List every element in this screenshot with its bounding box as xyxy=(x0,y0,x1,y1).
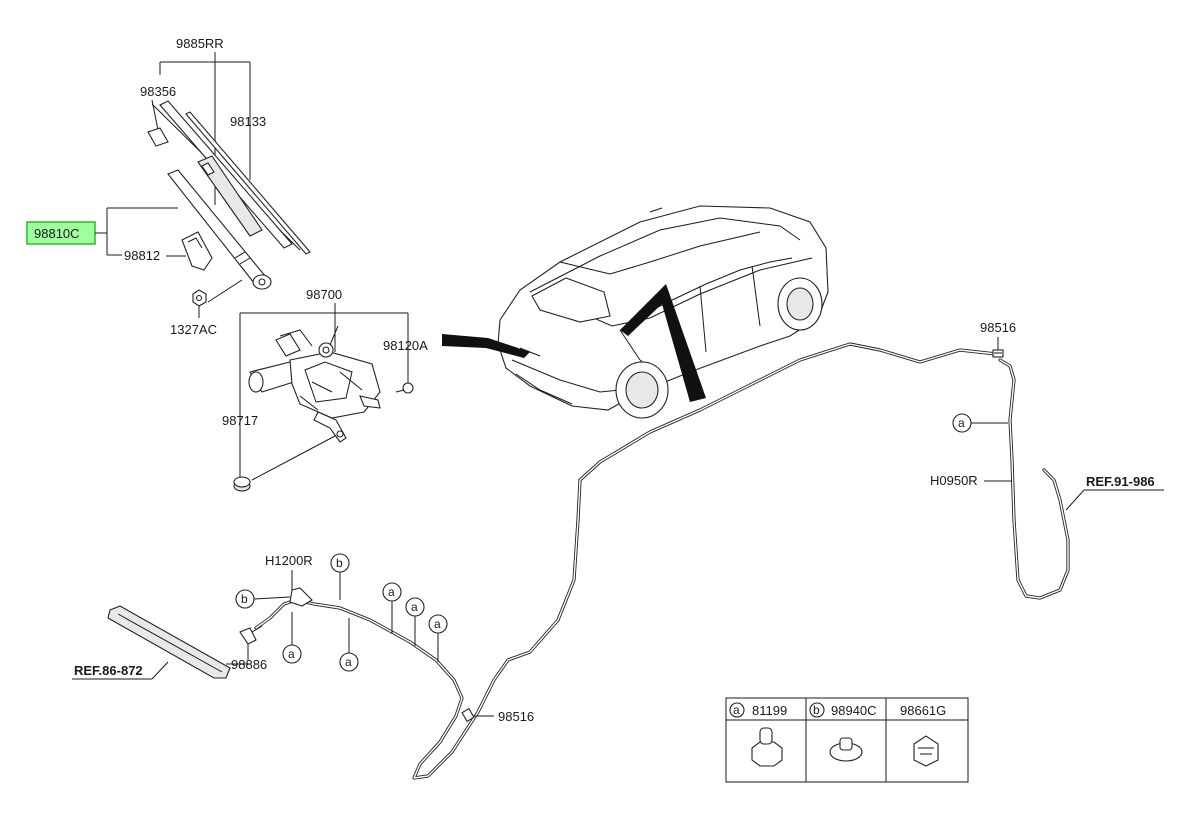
pointer-arrow-right xyxy=(620,284,706,402)
clip-98661G-icon xyxy=(913,735,939,767)
svg-text:b: b xyxy=(336,556,343,570)
nozzle-group: 98886 REF.86-872 xyxy=(72,605,267,680)
hose-left-labels: H1200R b b a a a a a xyxy=(235,553,448,672)
label-98356[interactable]: 98356 xyxy=(140,84,176,99)
pointer-arrow-left xyxy=(442,334,530,358)
motor-bolt-part xyxy=(402,382,414,394)
label-H0950R[interactable]: H0950R xyxy=(930,473,978,488)
clip-81199-icon xyxy=(751,741,783,767)
svg-text:a: a xyxy=(388,585,395,599)
svg-text:a: a xyxy=(288,647,295,661)
nozzle-part xyxy=(239,627,257,645)
wiper-motor-group: 98700 98120A 98717 xyxy=(222,287,428,492)
car-illustration xyxy=(442,205,829,419)
label-98700[interactable]: 98700 xyxy=(306,287,342,302)
label-98133[interactable]: 98133 xyxy=(230,114,266,129)
svg-text:a: a xyxy=(958,416,965,430)
label-98717[interactable]: 98717 xyxy=(222,413,258,428)
svg-text:a: a xyxy=(434,617,441,631)
connector-bottom: 98516 xyxy=(461,707,534,724)
label-ref-86-872[interactable]: REF.86-872 xyxy=(74,663,143,678)
legend-part-81199[interactable]: 81199 xyxy=(752,703,787,718)
connector-top: 98516 xyxy=(980,320,1016,358)
svg-text:a: a xyxy=(411,600,418,614)
svg-text:b: b xyxy=(241,592,248,606)
legend-part-98661G[interactable]: 98661G xyxy=(900,703,946,718)
legend-marker-a xyxy=(729,702,745,718)
wiper-blade-group: 9885RR 98356 98133 98810C 98812 1327AC xyxy=(26,36,311,337)
legend-part-98940C[interactable]: 98940C xyxy=(831,703,877,718)
svg-text:a: a xyxy=(345,655,352,669)
label-98516-top[interactable]: 98516 xyxy=(980,320,1016,335)
label-98812[interactable]: 98812 xyxy=(124,248,160,263)
label-98810C[interactable]: 98810C xyxy=(34,226,80,241)
wiper-blade-part xyxy=(197,155,263,237)
svg-text:a: a xyxy=(733,703,740,717)
label-ref-91-986[interactable]: REF.91-986 xyxy=(1086,474,1155,489)
label-98120A[interactable]: 98120A xyxy=(383,338,428,353)
blade-refill-part xyxy=(185,111,311,255)
legend-marker-b xyxy=(809,702,825,718)
label-9885RR[interactable]: 9885RR xyxy=(176,36,224,51)
svg-text:b: b xyxy=(813,703,820,717)
label-98886[interactable]: 98886 xyxy=(231,657,267,672)
label-98516-bottom[interactable]: 98516 xyxy=(498,709,534,724)
label-H1200R[interactable]: H1200R xyxy=(265,553,313,568)
hose-right-labels: a H0950R REF.91-986 xyxy=(930,413,1164,511)
blade-cap-part xyxy=(147,127,169,147)
label-1327AC[interactable]: 1327AC xyxy=(170,322,217,337)
arm-cap-part xyxy=(181,231,213,271)
washer-hose-long xyxy=(254,342,1070,780)
parts-legend-table: a 81199 b 98940C 98661G xyxy=(725,697,969,783)
